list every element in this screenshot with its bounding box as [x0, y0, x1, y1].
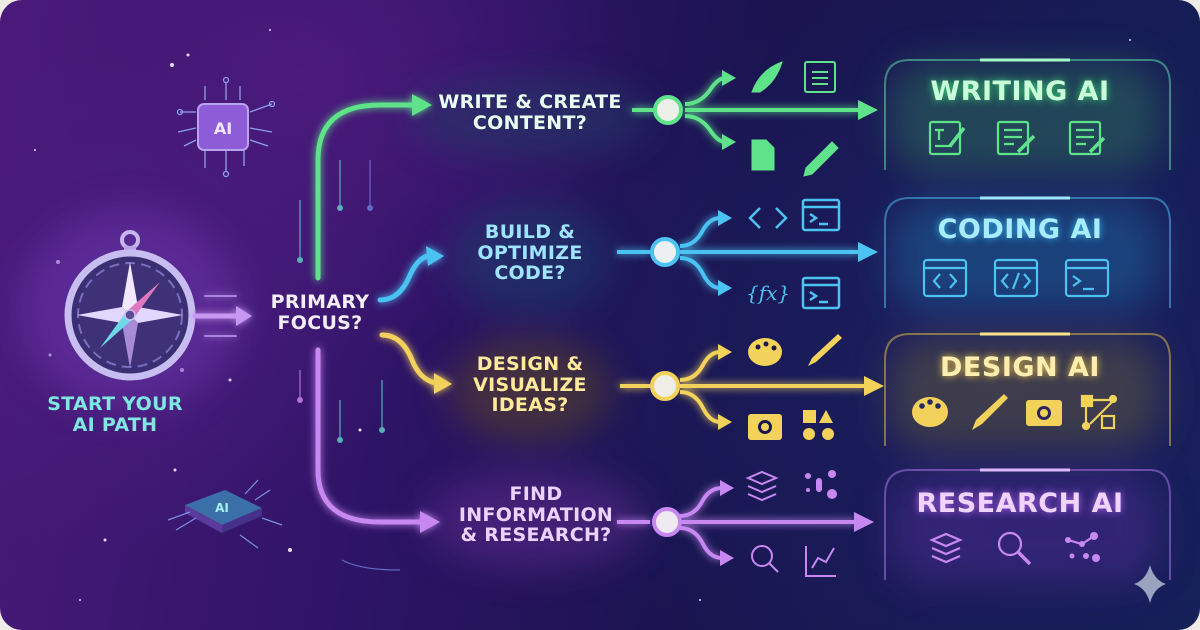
brush-icon	[972, 394, 1008, 430]
pen-icon	[803, 141, 839, 177]
books-icon	[745, 470, 779, 502]
magnifier-icon	[751, 545, 779, 573]
question-line: CONTENT?	[472, 111, 588, 134]
question-line: CODE?	[494, 262, 566, 285]
palette-icon	[912, 397, 948, 427]
line-chart-icon	[805, 546, 836, 577]
question-line: BUILD &	[484, 221, 576, 243]
question-line: & RESEARCH?	[460, 524, 612, 547]
document-icon	[751, 139, 775, 171]
chip-top-icon	[176, 76, 276, 178]
question-line: OPTIMIZE	[477, 241, 583, 264]
primary-focus-line1: PRIMARY	[270, 291, 370, 313]
vector-icon	[1080, 394, 1118, 431]
card-title-design-ai: DESIGN AI	[940, 352, 1100, 383]
question-line: FIND	[509, 483, 563, 505]
card-design-ai-frame	[884, 333, 1171, 446]
chip-top-label: AI	[214, 119, 232, 138]
brush-icon	[808, 334, 842, 366]
question-research: FIND INFORMATION & RESEARCH?	[452, 484, 620, 546]
network-icon	[1065, 532, 1100, 562]
question-coding: BUILD & OPTIMIZE CODE?	[460, 222, 600, 284]
start-label-line1: START YOUR	[47, 393, 183, 415]
card-title-coding-ai: CODING AI	[937, 214, 1103, 245]
info-dots-icon	[805, 470, 837, 499]
card-title-research-ai: RESEARCH AI	[916, 488, 1124, 519]
sparkle-icon	[1134, 565, 1166, 603]
text-edit-icon	[928, 120, 966, 156]
magnifier-icon	[997, 531, 1032, 566]
terminal-window-icon	[1064, 258, 1110, 298]
terminal-icon	[801, 198, 841, 232]
question-design: DESIGN & VISUALIZE IDEAS?	[455, 354, 605, 416]
code-slash-window-icon	[993, 258, 1039, 298]
code-window-icon	[922, 258, 968, 298]
chip-bottom-label: AI	[215, 501, 229, 515]
question-line: INFORMATION	[458, 503, 614, 526]
camera-icon	[1026, 400, 1062, 426]
camera-icon	[748, 414, 782, 440]
primary-focus-label: PRIMARY FOCUS?	[258, 292, 382, 333]
doc-edit-icon	[996, 120, 1036, 156]
palette-icon	[748, 338, 782, 366]
question-line: DESIGN &	[476, 353, 584, 375]
primary-focus-line2: FOCUS?	[277, 311, 363, 334]
note-edit-icon	[1068, 120, 1106, 156]
code-brackets-icon	[748, 207, 788, 229]
newspaper-icon	[804, 61, 836, 93]
question-line: VISUALIZE	[473, 373, 587, 396]
quill-icon	[751, 61, 783, 93]
question-line: IDEAS?	[491, 394, 569, 417]
books-icon	[929, 532, 963, 564]
question-line: WRITE & CREATE	[438, 91, 622, 113]
shapes-icon	[803, 410, 834, 440]
chip-bottom-icon: AI	[167, 479, 283, 549]
card-title-writing-ai: WRITING AI	[930, 76, 1110, 107]
start-label: START YOUR AI PATH	[40, 394, 190, 435]
terminal-icon	[801, 276, 841, 310]
function-icon: {fx}	[746, 281, 790, 305]
chip-top-body	[197, 103, 249, 151]
start-label-line2: AI PATH	[72, 413, 158, 436]
question-writing: WRITE & CREATE CONTENT?	[430, 92, 630, 133]
